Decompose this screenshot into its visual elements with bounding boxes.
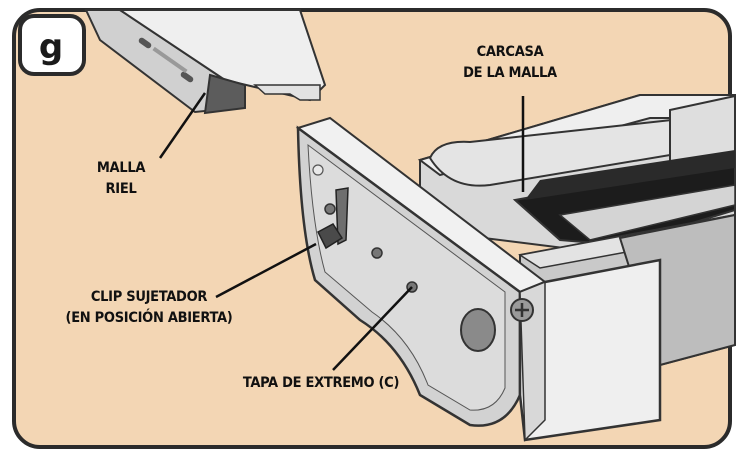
step-letter: g xyxy=(38,27,64,67)
leader-lines xyxy=(158,92,525,371)
screen-rail xyxy=(84,9,327,115)
label-malla-line-2: RIEL xyxy=(105,181,137,197)
label-carcasa-line-2: DE LA MALLA xyxy=(463,65,557,81)
label-clip-sujetador: CLIP SUJETADOR (EN POSICIÓN ABIERTA) xyxy=(36,287,262,329)
label-tapa-de-extremo: TAPA DE EXTREMO (C) xyxy=(238,373,404,394)
label-malla-riel: MALLA RIEL xyxy=(78,158,164,200)
end-cap xyxy=(295,116,662,442)
step-badge-box xyxy=(18,14,86,76)
label-carcasa-de-la-malla: CARCASA DE LA MALLA xyxy=(455,42,565,84)
label-carcasa-line-1: CARCASA xyxy=(476,44,544,60)
label-clip-line-2: (EN POSICIÓN ABIERTA) xyxy=(65,310,233,326)
label-tapa-line-1: TAPA DE EXTREMO (C) xyxy=(242,375,400,391)
label-malla-line-1: MALLA xyxy=(96,160,146,176)
retaining-clip xyxy=(317,187,349,250)
leader-clip xyxy=(215,242,317,299)
leader-tapa xyxy=(332,286,413,371)
label-clip-line-1: CLIP SUJETADOR xyxy=(90,289,208,305)
leader-malla xyxy=(158,92,207,159)
